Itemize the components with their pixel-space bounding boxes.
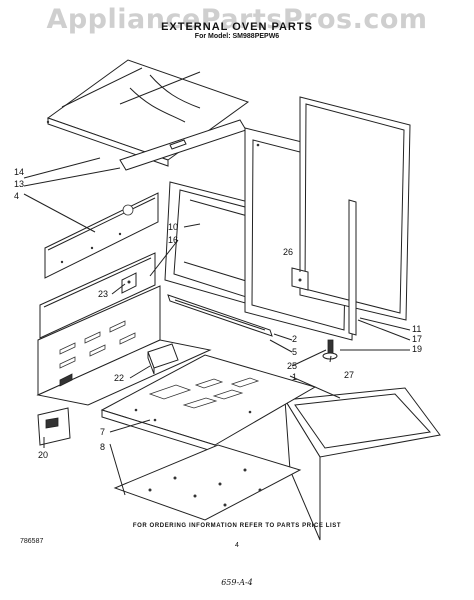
callout-25: 25 bbox=[287, 361, 297, 371]
callout-4: 4 bbox=[14, 191, 19, 201]
top-cover-part bbox=[46, 59, 250, 167]
leader-lines bbox=[23, 157, 411, 496]
handwritten-note: 659-A-4 bbox=[221, 578, 253, 587]
callout-7: 7 bbox=[100, 427, 105, 437]
callout-5: 5 bbox=[292, 347, 297, 357]
callout-27: 27 bbox=[344, 370, 354, 380]
side-trim-rod-part bbox=[348, 199, 357, 336]
hinge-strip-part bbox=[167, 294, 273, 337]
callout-19: 19 bbox=[412, 344, 422, 354]
bottom-plate-part bbox=[100, 354, 317, 453]
callout-2: 2 bbox=[292, 334, 297, 344]
callout-numbers: 14 13 4 10 16 23 26 2 5 25 27 1 11 17 19… bbox=[14, 167, 422, 460]
callout-13: 13 bbox=[14, 179, 24, 189]
side-panel-part bbox=[39, 252, 156, 339]
ordering-note: FOR ORDERING INFORMATION REFER TO PARTS … bbox=[132, 523, 342, 529]
watermark: AppliancePartsPros.com bbox=[46, 4, 428, 35]
diagram-title: EXTERNAL OVEN PARTS bbox=[161, 21, 313, 33]
base-plate-part bbox=[113, 444, 302, 521]
callout-14: 14 bbox=[14, 167, 24, 177]
document-number: 786587 bbox=[20, 538, 44, 545]
oven-door-part bbox=[284, 387, 441, 541]
vent-block-part bbox=[147, 343, 179, 375]
callout-17: 17 bbox=[412, 334, 422, 344]
callout-10: 10 bbox=[168, 222, 178, 232]
callout-20: 20 bbox=[38, 450, 48, 460]
callout-23: 23 bbox=[98, 289, 108, 299]
callout-11: 11 bbox=[412, 324, 421, 334]
corner-bracket-part bbox=[37, 407, 71, 446]
callout-8: 8 bbox=[100, 442, 105, 452]
page-number: 4 bbox=[235, 542, 239, 549]
callout-16: 16 bbox=[168, 235, 178, 245]
callout-22: 22 bbox=[114, 373, 124, 383]
callout-1: 1 bbox=[292, 372, 297, 382]
leveling-foot-part bbox=[322, 339, 338, 360]
callout-26: 26 bbox=[283, 247, 293, 257]
model-line: For Model: SM988PEPW6 bbox=[194, 33, 280, 40]
bracket-part bbox=[291, 267, 309, 291]
rear-panel-part bbox=[44, 192, 159, 279]
